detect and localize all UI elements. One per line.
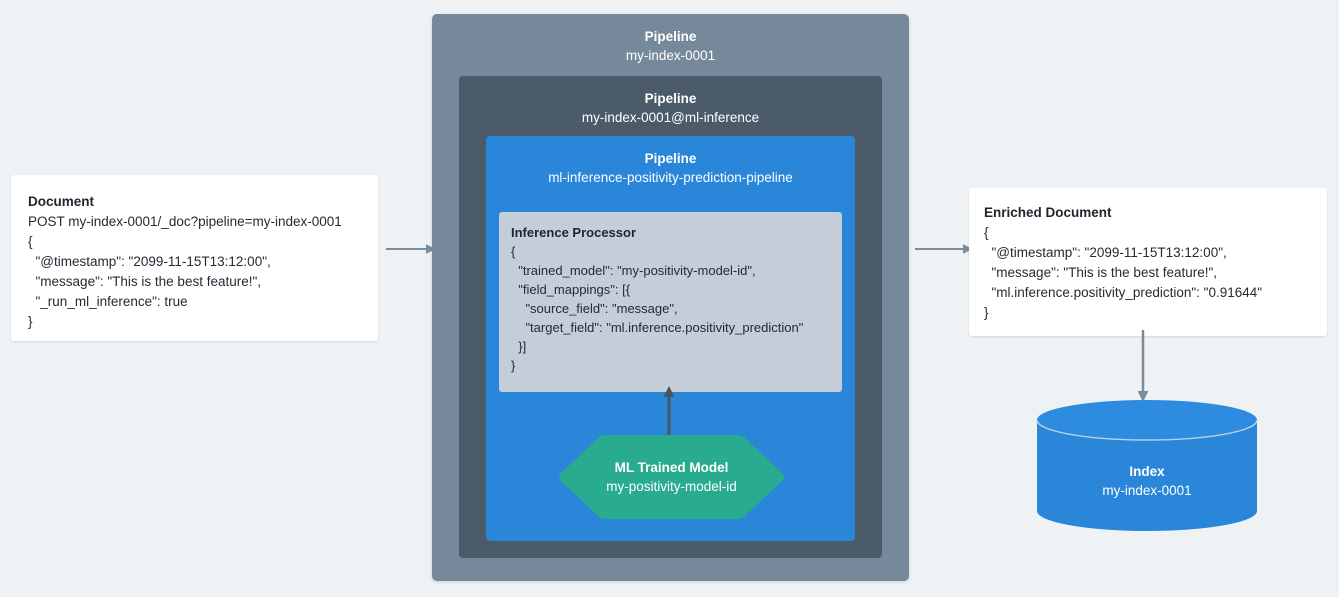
index-cylinder: Index my-index-0001 — [1035, 400, 1259, 531]
arrow-model-to-processor-icon — [660, 386, 678, 438]
enriched-document-line: "@timestamp": "2099-11-15T13:12:00", — [984, 245, 1227, 260]
inference-processor-line: } — [511, 358, 516, 373]
arrow-enriched-to-index-icon — [1134, 330, 1152, 402]
pipeline-middle-header: Pipeline my-index-0001@ml-inference — [459, 76, 882, 128]
pipeline-inner-header: Pipeline ml-inference-positivity-predict… — [486, 136, 855, 188]
pipeline-outer-kind: Pipeline — [644, 29, 697, 44]
inference-processor-box: Inference Processor { "trained_model": "… — [499, 212, 842, 392]
inference-processor-line: { — [511, 244, 516, 259]
pipeline-middle-name: my-index-0001@ml-inference — [581, 110, 760, 125]
enriched-document-title: Enriched Document — [984, 205, 1112, 220]
inference-processor-line: "field_mappings": [{ — [511, 282, 631, 297]
inference-processor-line: "source_field": "message", — [511, 301, 678, 316]
arrow-pipeline-to-enriched-icon — [915, 240, 973, 258]
pipeline-middle-kind: Pipeline — [644, 91, 697, 106]
inference-processor-line: "target_field": "ml.inference.positivity… — [511, 320, 804, 335]
enriched-document-line: "ml.inference.positivity_prediction": "0… — [984, 285, 1263, 300]
document-card-line: "message": "This is the best feature!", — [28, 274, 262, 289]
document-card-line: POST my-index-0001/_doc?pipeline=my-inde… — [28, 214, 342, 229]
arrow-document-to-pipeline-icon — [386, 240, 436, 258]
document-card-line: { — [28, 234, 33, 249]
document-card-line: } — [28, 314, 33, 329]
document-card-line: "_run_ml_inference": true — [28, 294, 188, 309]
enriched-document-card: Enriched Document { "@timestamp": "2099-… — [969, 188, 1327, 336]
inference-processor-title: Inference Processor — [511, 225, 637, 240]
enriched-document-line: "message": "This is the best feature!", — [984, 265, 1218, 280]
inference-processor-line: }] — [511, 339, 527, 354]
enriched-document-line: } — [984, 305, 989, 320]
index-label: Index my-index-0001 — [1035, 462, 1259, 501]
document-card-line: "@timestamp": "2099-11-15T13:12:00", — [28, 254, 271, 269]
index-name: my-index-0001 — [1102, 483, 1192, 498]
inference-processor-line: "trained_model": "my-positivity-model-id… — [511, 263, 756, 278]
pipeline-outer-header: Pipeline my-index-0001 — [432, 14, 909, 66]
document-card: Document POST my-index-0001/_doc?pipelin… — [11, 175, 378, 341]
pipeline-inner-kind: Pipeline — [644, 151, 697, 166]
index-kind: Index — [1129, 464, 1165, 479]
ml-trained-model-hexagon: ML Trained Model my-positivity-model-id — [557, 433, 786, 521]
document-card-title: Document — [28, 194, 95, 209]
enriched-document-line: { — [984, 225, 989, 240]
pipeline-outer-name: my-index-0001 — [625, 48, 716, 63]
pipeline-inner-name: ml-inference-positivity-prediction-pipel… — [548, 170, 793, 185]
